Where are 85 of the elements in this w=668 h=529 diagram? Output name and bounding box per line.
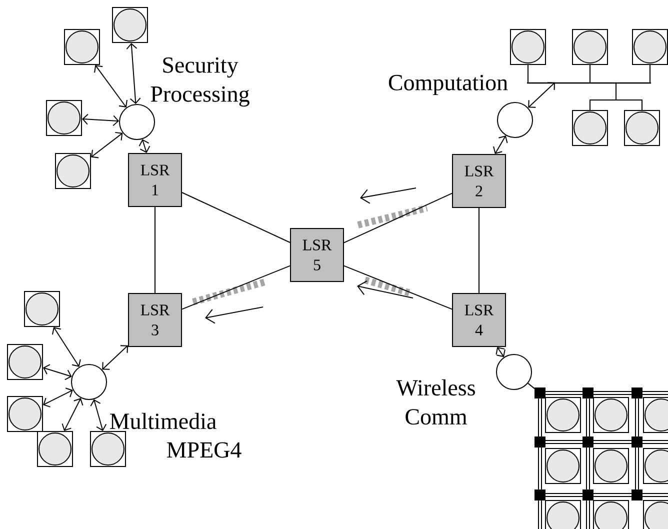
link-line [538,500,542,529]
router-box: LSR 1 [128,153,182,207]
link-line [344,265,452,310]
arrow [91,132,123,158]
link-line [344,192,452,244]
router-box: LSR 2 [452,154,506,208]
arrow [43,364,72,380]
core-box [545,500,581,529]
core-box [64,29,100,65]
router-box: LSR 5 [290,228,344,282]
arrow [496,347,506,358]
switch-square [632,388,642,398]
link-line [586,398,590,436]
arrow [62,398,84,431]
switch-square [534,388,546,398]
core-box [37,431,73,467]
link-line [182,265,290,310]
arrow [126,43,141,104]
hub-circle [71,364,107,400]
bus-line [527,82,651,84]
arrow [493,136,508,154]
link-line [594,440,632,444]
link-line [478,208,480,294]
switch-square [582,388,594,398]
arrow [90,399,107,431]
core-box [593,397,629,433]
router-box: LSR 3 [128,293,182,347]
core-box [7,344,43,380]
hub-circle [496,354,532,390]
link-line [538,398,542,436]
core-box [572,29,608,65]
core-box [46,100,82,136]
switch-square [632,436,642,448]
arrow [102,345,128,370]
link-line [635,448,639,490]
switch-square [582,490,594,500]
core-box [593,448,629,484]
core-box [545,448,581,484]
link-line [546,391,582,395]
arrow [528,82,555,108]
core-box [643,500,668,529]
link-line [546,440,582,444]
core-box [24,291,60,327]
cluster-label: Computation [388,74,508,96]
switch-square [534,490,546,500]
link-line [594,493,632,497]
core-box [624,110,660,146]
link-line [616,83,642,110]
link-line [528,382,535,390]
router-box: LSR 4 [452,293,506,347]
cluster-label: MPEG4 [166,442,242,458]
link-line [586,448,590,490]
core-box [90,431,126,467]
core-box [510,29,546,65]
switch-square [632,490,642,500]
link-line [642,440,668,444]
arrow [138,139,150,153]
link-line [594,391,632,395]
link-line [635,398,639,436]
core-box [593,500,629,529]
link-line [642,391,668,395]
core-box [55,153,91,189]
arrow [94,65,128,108]
link-line [546,493,582,497]
link-line [642,493,668,497]
switch-square [582,436,594,448]
switch-square [534,436,546,448]
link-line [182,192,290,243]
cluster-label: Multimedia [110,412,216,430]
core-box [643,448,668,484]
link-line [538,448,542,490]
arrow [52,327,81,367]
cluster-label: Security Processing [150,57,250,107]
core-box [572,110,608,146]
hub-circle [497,102,533,138]
core-box [7,396,43,432]
link-line [154,206,156,294]
core-box [545,397,581,433]
core-box [643,397,668,433]
arrow [43,388,73,408]
core-box [112,7,148,43]
core-box [632,29,668,65]
cluster-label: Wireless Comm [396,379,475,425]
link-line [586,500,590,529]
arrow [82,114,120,126]
